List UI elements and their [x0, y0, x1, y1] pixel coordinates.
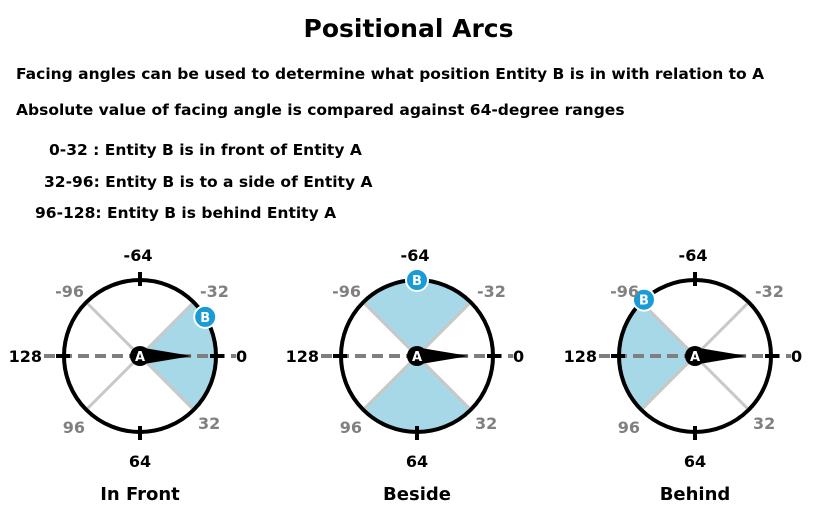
arc-diagram-front: A B -64 64 128 0 -32 32 -96 96 In Front [9, 246, 248, 505]
tick-label-left: 128 [286, 347, 319, 366]
entity-b-marker [193, 304, 218, 329]
diagram-caption: Behind [660, 484, 731, 505]
tick-label-lower-right: 32 [198, 414, 220, 433]
tick-label-bottom: 64 [129, 452, 151, 471]
entity-a-label: A [412, 350, 422, 365]
entity-a-label: A [690, 350, 700, 365]
page-title: Positional Arcs [303, 14, 514, 43]
boundary-spoke [415, 354, 472, 411]
facing-arrow [138, 347, 192, 365]
tick-label-lower-right: 32 [753, 414, 775, 433]
entity-b-marker [405, 268, 429, 292]
tick-label-upper-left: -96 [332, 282, 361, 301]
tick-label-upper-left: -96 [55, 282, 84, 301]
range-front: 0-32 : Entity B is in front of Entity A [49, 141, 362, 159]
facing-arrow [415, 347, 469, 365]
tick-label-bottom: 64 [684, 452, 706, 471]
boundary-spoke [362, 301, 419, 358]
tick-label-lower-left: 96 [340, 418, 362, 437]
entity-b-label: B [412, 274, 422, 289]
tick-label-bottom: 64 [406, 452, 428, 471]
tick-label-top: -64 [401, 246, 430, 265]
entity-b-label: B [639, 294, 649, 309]
intro-line-2: Absolute value of facing angle is compar… [16, 101, 625, 119]
boundary-spoke [415, 301, 472, 358]
tick-label-top: -64 [124, 246, 153, 265]
tick-label-right: 0 [513, 347, 524, 366]
tick-label-right: 0 [236, 347, 247, 366]
tick-label-left: 128 [564, 347, 597, 366]
intro-line-1: Facing angles can be used to determine w… [16, 65, 765, 83]
boundary-spoke [138, 301, 195, 358]
boundary-spoke [640, 354, 697, 411]
boundary-spoke [362, 354, 419, 411]
entity-b-label: B [200, 311, 210, 326]
diagram-caption: Beside [383, 484, 451, 505]
boundary-spoke [640, 301, 697, 358]
boundary-spoke [138, 354, 195, 411]
highlighted-arc [363, 356, 471, 432]
tick-label-upper-right: -32 [200, 282, 229, 301]
boundary-spoke [693, 354, 750, 411]
tick-label-lower-left: 96 [618, 418, 640, 437]
range-behind: 96-128: Entity B is behind Entity A [35, 204, 337, 222]
tick-label-upper-right: -32 [477, 282, 506, 301]
boundary-spoke [85, 301, 142, 358]
tick-label-lower-right: 32 [475, 414, 497, 433]
tick-label-upper-left: -96 [610, 282, 639, 301]
tick-label-upper-right: -32 [755, 282, 784, 301]
entity-a-marker [130, 346, 150, 366]
diagram-caption: In Front [100, 484, 180, 505]
facing-arrow [693, 347, 747, 365]
entity-a-label: A [135, 350, 145, 365]
tick-label-left: 128 [9, 347, 42, 366]
tick-label-right: 0 [791, 347, 802, 366]
entity-b-marker [631, 287, 656, 312]
highlighted-arc [363, 280, 471, 356]
range-side: 32-96: Entity B is to a side of Entity A [44, 173, 373, 191]
boundary-spoke [85, 354, 142, 411]
tick-label-top: -64 [679, 246, 708, 265]
tick-label-lower-left: 96 [63, 418, 85, 437]
entity-a-marker [407, 346, 427, 366]
boundary-spoke [693, 301, 750, 358]
entity-a-marker [685, 346, 705, 366]
